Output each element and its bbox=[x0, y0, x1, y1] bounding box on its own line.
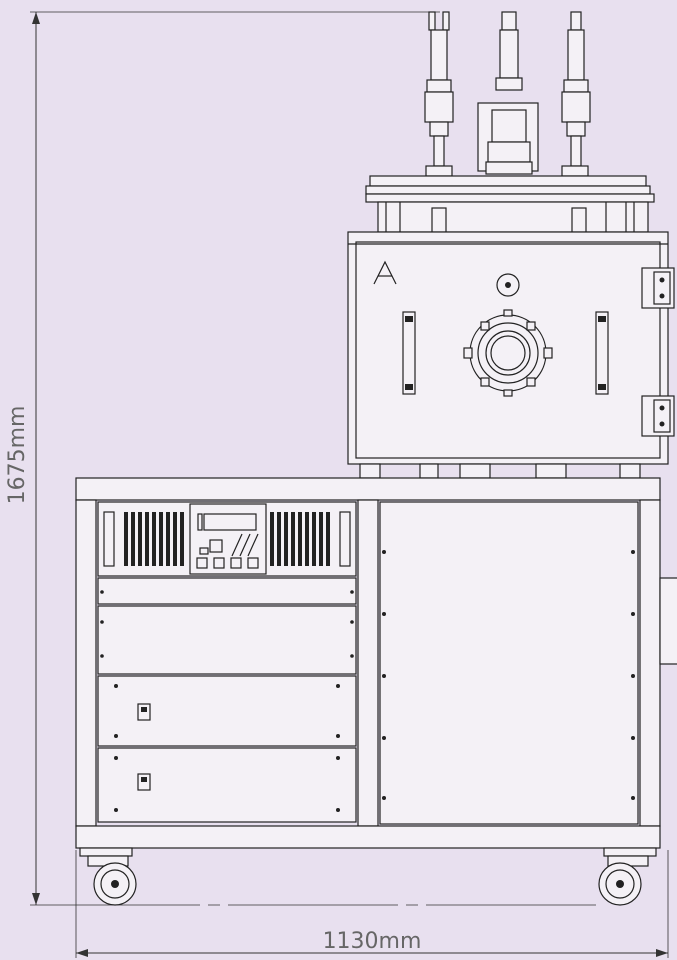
viewport-window bbox=[463, 309, 553, 397]
display-screen bbox=[203, 513, 257, 531]
panel-button-4 bbox=[247, 557, 259, 569]
logo-icon bbox=[373, 260, 397, 285]
panel-button-1 bbox=[196, 557, 208, 569]
caster-left bbox=[79, 847, 137, 906]
width-dimension: 1130mm bbox=[75, 850, 669, 958]
door-hinge-bottom bbox=[641, 395, 675, 437]
panel-button-2 bbox=[213, 557, 225, 569]
door-hinge-top bbox=[641, 267, 675, 309]
chamber-handle-right bbox=[595, 311, 609, 395]
feedthrough-left bbox=[424, 11, 454, 177]
cabinet-door-right bbox=[379, 501, 639, 825]
cabinet-frame bbox=[75, 477, 677, 849]
vent-grille-left bbox=[124, 512, 184, 566]
panel-button-3 bbox=[230, 557, 242, 569]
vacuum-chamber bbox=[347, 231, 675, 479]
vent-grille-right bbox=[270, 512, 330, 566]
width-label: 1130mm bbox=[323, 929, 422, 954]
power-supply-panel bbox=[97, 501, 357, 577]
rack-module-switch-1 bbox=[97, 675, 357, 747]
feedthrough-right bbox=[561, 11, 591, 177]
rack-module-switch-2 bbox=[97, 747, 357, 823]
valve-knob-icon bbox=[496, 273, 520, 297]
height-label: 1675mm bbox=[5, 406, 30, 505]
height-dimension: 1675mm bbox=[5, 11, 600, 906]
top-flange-plates bbox=[365, 175, 655, 233]
chamber-handle-left bbox=[402, 311, 416, 395]
caster-right bbox=[598, 847, 657, 906]
feedthrough-center bbox=[477, 11, 539, 175]
rack-module-blank bbox=[97, 577, 357, 675]
